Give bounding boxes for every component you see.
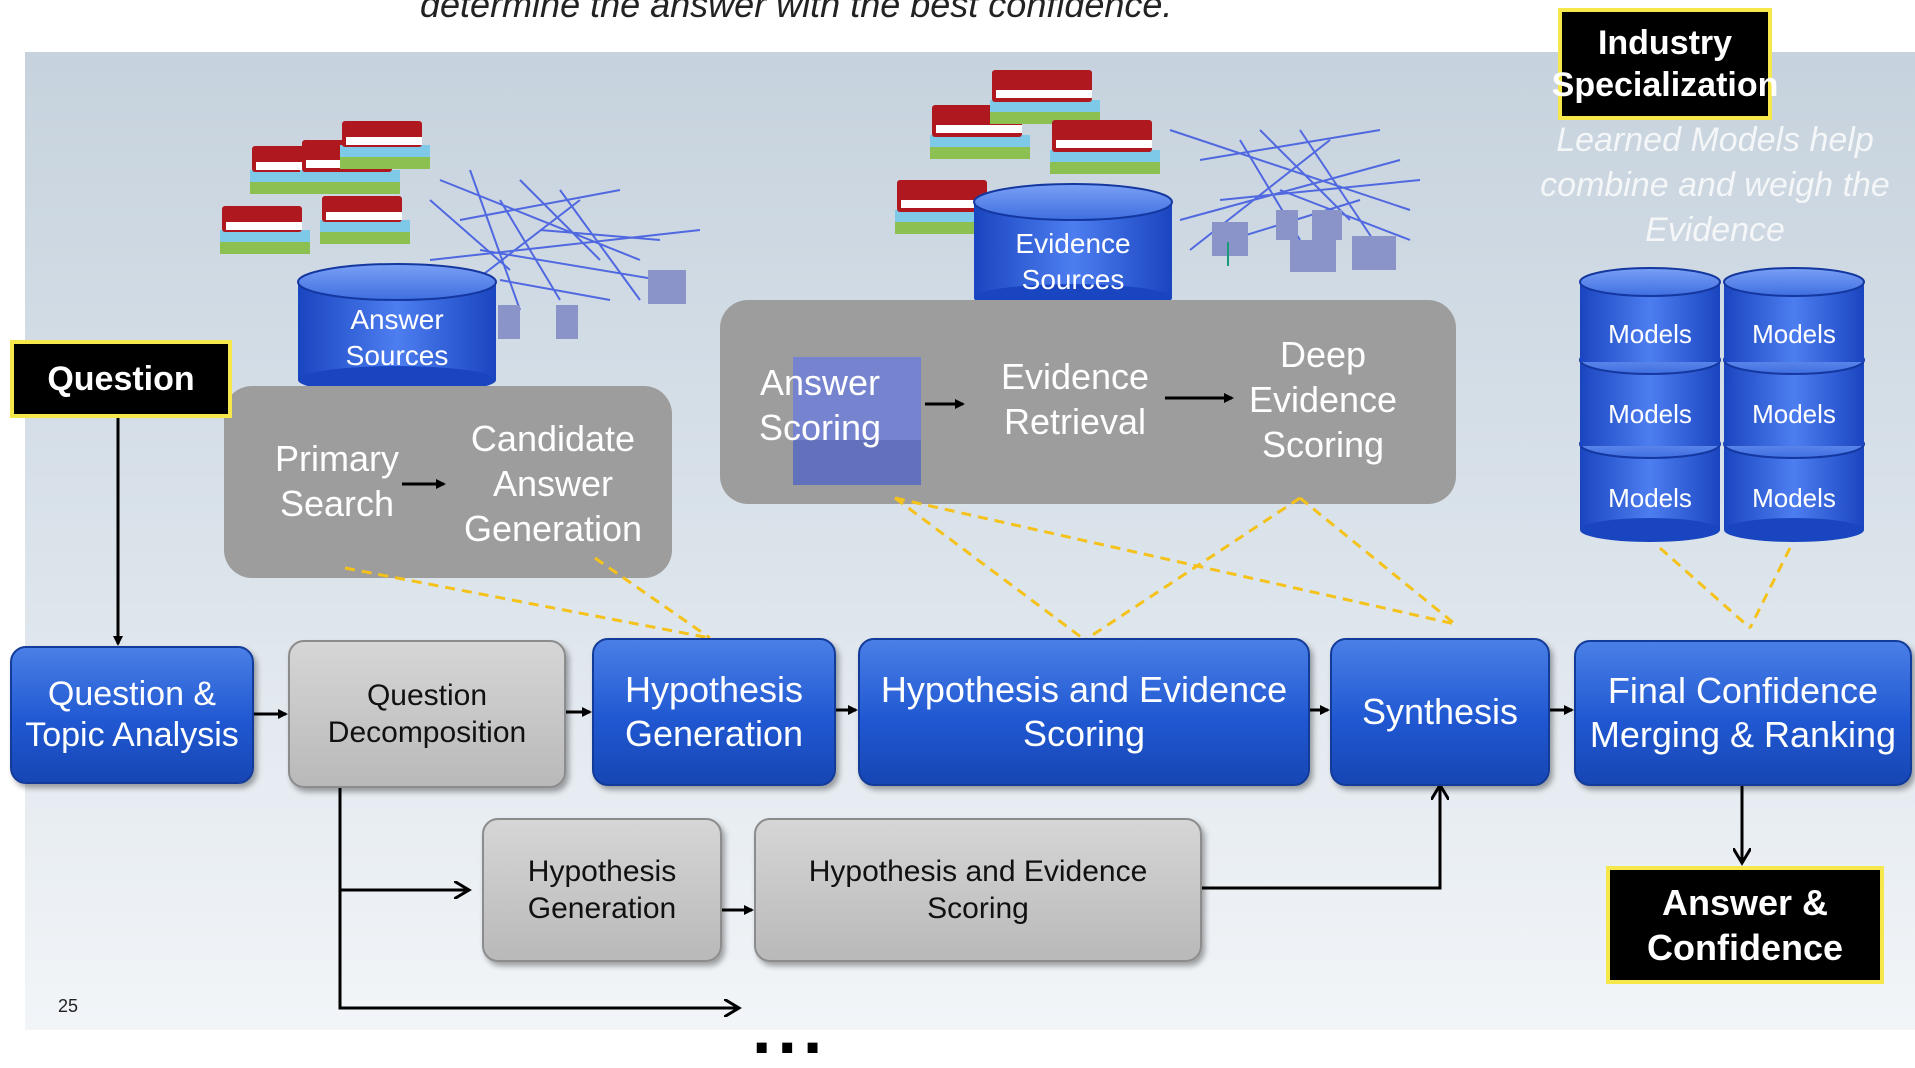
- branch-hypothesis-evidence-scoring: Hypothesis and Evidence Scoring: [754, 818, 1202, 962]
- hypothesis-generation-step: Hypothesis Generation: [592, 638, 836, 786]
- web-block: [1290, 240, 1336, 272]
- books-stack-answer: [220, 121, 430, 254]
- evidence-sources-cylinder-shape: [973, 183, 1173, 312]
- models-cylinder-label: Models: [1608, 319, 1692, 349]
- confidence-dashed-lines: [344, 496, 1792, 642]
- primary-search-label: Primary Search: [275, 438, 399, 524]
- web-block: [1276, 210, 1298, 240]
- books-stack-evidence: [895, 70, 1160, 234]
- question-decomposition-step: Question Decomposition: [288, 640, 566, 788]
- deep-evidence-scoring-label: Deep Evidence Scoring: [1248, 334, 1398, 465]
- industry-specialization-box: Industry Specialization: [1552, 8, 1778, 120]
- web-block: [648, 270, 686, 304]
- learned-models-caption: Learned Models help combine and weigh th…: [1540, 121, 1890, 249]
- answer-sources-cylinder-shape: [297, 263, 497, 394]
- tagline: determine the answer with the best confi…: [420, 0, 1173, 25]
- models-cylinders-shape: [1579, 267, 1865, 542]
- models-cylinder-label: Models: [1752, 483, 1836, 513]
- models-cylinder-label: Models: [1752, 319, 1836, 349]
- synthesis-step: Synthesis: [1330, 638, 1550, 786]
- evidence-sources-label: Evidence Sources: [1015, 228, 1131, 296]
- web-block: [1212, 222, 1248, 256]
- final-confidence-step: Final Confidence Merging & Ranking: [1574, 640, 1912, 786]
- answer-web-lines: [429, 169, 701, 311]
- models-cylinder-label: Models: [1752, 399, 1836, 429]
- web-block: [1312, 210, 1342, 240]
- candidate-answer-generation-label: Candidate Answer Generation: [463, 418, 643, 549]
- models-cylinder-label: Models: [1608, 483, 1692, 513]
- candidate-generation-panel: [224, 386, 672, 578]
- evidence-web-lines: [1169, 129, 1421, 251]
- answer-confidence-box: Answer & Confidence: [1606, 866, 1884, 984]
- web-block: [556, 305, 578, 339]
- more-branches-ellipsis: ...: [752, 990, 829, 1068]
- answer-scoring-label: Answer Scoring: [758, 362, 882, 448]
- arrow-branch-more: [338, 786, 738, 1008]
- question-topic-analysis-step: Question & Topic Analysis: [10, 646, 254, 784]
- web-block: [1352, 236, 1396, 270]
- web-block: [498, 305, 520, 339]
- branch-hypothesis-generation: Hypothesis Generation: [482, 818, 722, 962]
- arrow-branch-to-synthesis: [1200, 786, 1440, 890]
- hypothesis-evidence-scoring-step: Hypothesis and Evidence Scoring: [858, 638, 1310, 786]
- diagram-graphics: [113, 70, 1865, 1030]
- answer-sources-label: Answer Sources: [345, 304, 449, 372]
- models-cylinder-label: Models: [1608, 399, 1692, 429]
- page-number: 25: [58, 996, 79, 1016]
- evidence-retrieval-label: Evidence Retrieval: [1000, 356, 1150, 442]
- question-box: Question: [10, 340, 232, 418]
